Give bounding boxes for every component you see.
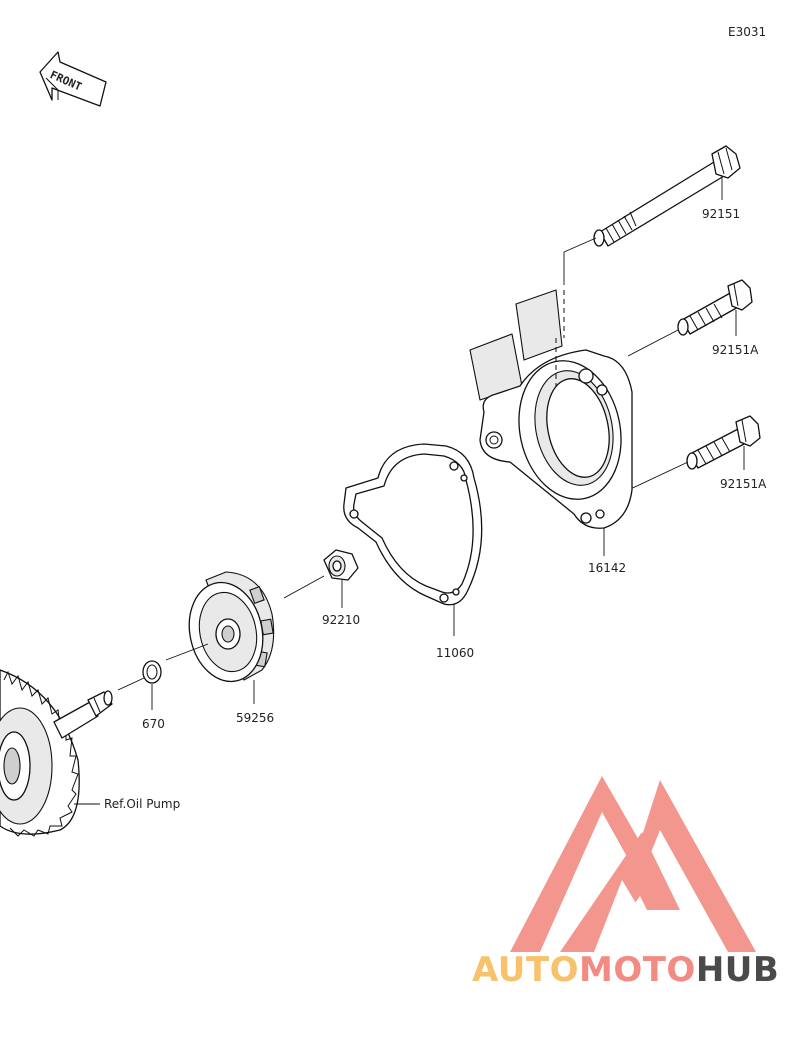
oil-pump-gear	[0, 669, 113, 837]
watermark-hub: HUB	[695, 950, 780, 990]
nut-92210	[283, 549, 359, 599]
part-label-11060: 11060	[436, 646, 474, 660]
gasket-11060	[343, 443, 483, 606]
housing-16142	[469, 289, 633, 529]
part-label-16142: 16142	[588, 561, 626, 575]
front-arrow-icon: FRONT	[39, 51, 107, 107]
bolt-92151A-upper	[677, 279, 753, 336]
part-label-92210: 92210	[322, 613, 360, 627]
bolt-92151A-lower	[686, 415, 761, 470]
part-label-92151A-upper: 92151A	[712, 343, 759, 357]
reference-label: Ref.Oil Pump	[104, 797, 180, 811]
diagram-code: E3031	[728, 25, 766, 39]
part-label-92151A-lower: 92151A	[720, 477, 767, 491]
impeller-59256	[165, 571, 275, 683]
part-label-92151: 92151	[702, 207, 740, 221]
part-label-670: 670	[142, 717, 165, 731]
part-label-59256: 59256	[236, 711, 274, 725]
watermark-moto: MOTO	[578, 950, 696, 990]
watermark-auto: AUTO	[472, 950, 579, 990]
watermark-text: AUTOMOTOHUB	[472, 950, 779, 990]
automotohub-logo-icon	[510, 776, 756, 952]
washer-670	[117, 660, 162, 691]
bolt-92151	[593, 145, 741, 247]
